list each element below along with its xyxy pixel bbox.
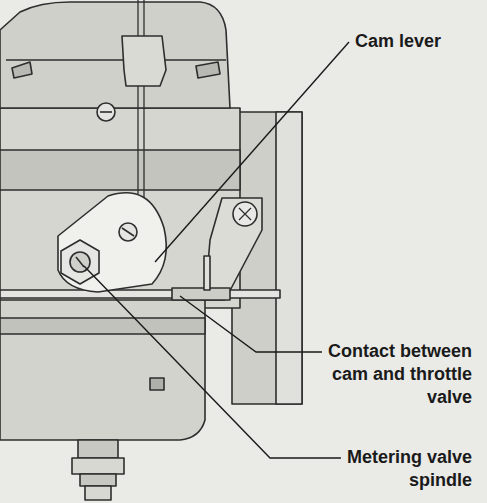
stop-screw xyxy=(172,288,230,300)
metering-valve-spindle xyxy=(61,240,99,284)
throttle-shaft xyxy=(0,290,280,298)
part-label: Metering valve spindle xyxy=(300,446,472,492)
carburettor-body xyxy=(0,108,240,308)
float-bowl xyxy=(0,300,205,440)
diaphragm-cover xyxy=(0,2,230,108)
leader-line xyxy=(155,42,349,262)
leader-line xyxy=(84,266,341,458)
throttle-lever xyxy=(205,198,262,300)
cable-clamp xyxy=(122,36,166,86)
part-label: Cam lever xyxy=(355,30,480,53)
leader-line xyxy=(180,296,322,352)
part-label: Contact between cam and throttle valve xyxy=(310,340,472,409)
drain-fitting xyxy=(78,440,118,458)
cam-lever xyxy=(58,193,166,292)
